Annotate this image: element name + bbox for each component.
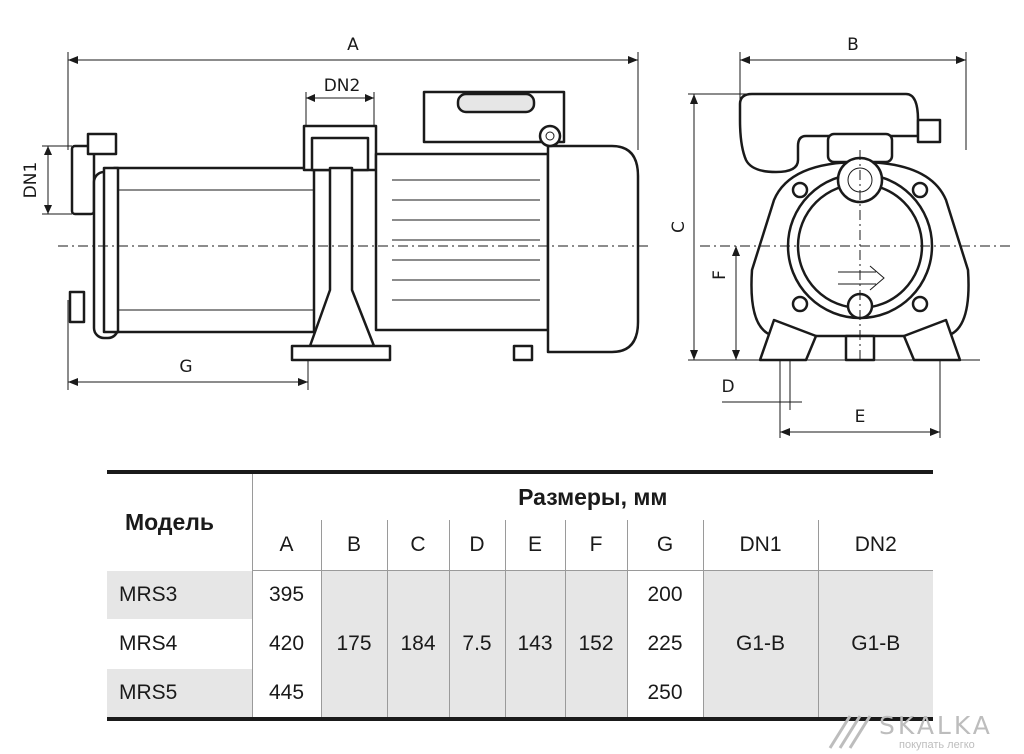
column-header-f: F bbox=[564, 520, 627, 571]
watermark-tagline: покупать легко bbox=[899, 739, 975, 751]
dim-label-c: C bbox=[669, 221, 689, 233]
table-row: MRS3 395 175 184 7.5 143 152 200 G1-B G1… bbox=[107, 570, 933, 719]
dim-label-g: G bbox=[179, 357, 192, 377]
value-cell-b: 175 bbox=[320, 570, 387, 719]
dim-label-dn1: DN1 bbox=[21, 162, 41, 199]
table-row: MRS4 420 225 bbox=[107, 619, 933, 669]
dim-label-f: F bbox=[710, 270, 730, 280]
watermark-brand: SKALKA bbox=[879, 711, 993, 740]
value-cell-g: 250 bbox=[626, 669, 703, 719]
value-cell-d: 7.5 bbox=[448, 570, 505, 719]
column-header-g: G bbox=[626, 520, 703, 571]
value-cell-c: 184 bbox=[386, 570, 449, 719]
pump-front-view: B C F D E bbox=[669, 35, 1010, 438]
dim-label-a: A bbox=[347, 35, 359, 55]
pump-dimension-drawing: A DN2 DN1 G bbox=[21, 35, 1010, 438]
model-cell: MRS3 bbox=[107, 570, 252, 619]
column-header-c: C bbox=[386, 520, 449, 571]
column-header-b: B bbox=[320, 520, 387, 571]
dimensions-group-header: Размеры, мм bbox=[251, 472, 933, 520]
value-cell-g: 225 bbox=[626, 619, 703, 669]
value-cell-dn2: G1-B bbox=[817, 570, 933, 719]
value-cell-a: 420 bbox=[251, 619, 321, 669]
model-cell: MRS5 bbox=[107, 669, 252, 719]
dim-label-b: B bbox=[847, 35, 859, 55]
dimensions-table: Модель Размеры, мм A B C D E F G DN1 DN2… bbox=[107, 470, 933, 721]
pump-side-view: A DN2 DN1 G bbox=[21, 35, 650, 390]
value-cell-e: 143 bbox=[504, 570, 565, 719]
value-cell-f: 152 bbox=[564, 570, 627, 719]
value-cell-a: 395 bbox=[251, 570, 321, 619]
column-header-e: E bbox=[504, 520, 565, 571]
model-cell: MRS4 bbox=[107, 619, 252, 669]
dim-label-d: D bbox=[721, 377, 734, 397]
value-cell-g: 200 bbox=[626, 570, 703, 619]
value-cell-a: 445 bbox=[251, 669, 321, 719]
column-header-a: A bbox=[251, 520, 321, 571]
skalka-logo-icon bbox=[828, 715, 872, 749]
dim-label-e: E bbox=[855, 407, 866, 427]
column-header-dn1: DN1 bbox=[702, 520, 818, 571]
dim-label-dn2: DN2 bbox=[324, 76, 361, 96]
motor-fins bbox=[392, 179, 540, 301]
model-column-header: Модель bbox=[125, 508, 215, 535]
column-header-dn2: DN2 bbox=[817, 520, 933, 571]
value-cell-dn1: G1-B bbox=[702, 570, 818, 719]
column-header-d: D bbox=[448, 520, 505, 571]
